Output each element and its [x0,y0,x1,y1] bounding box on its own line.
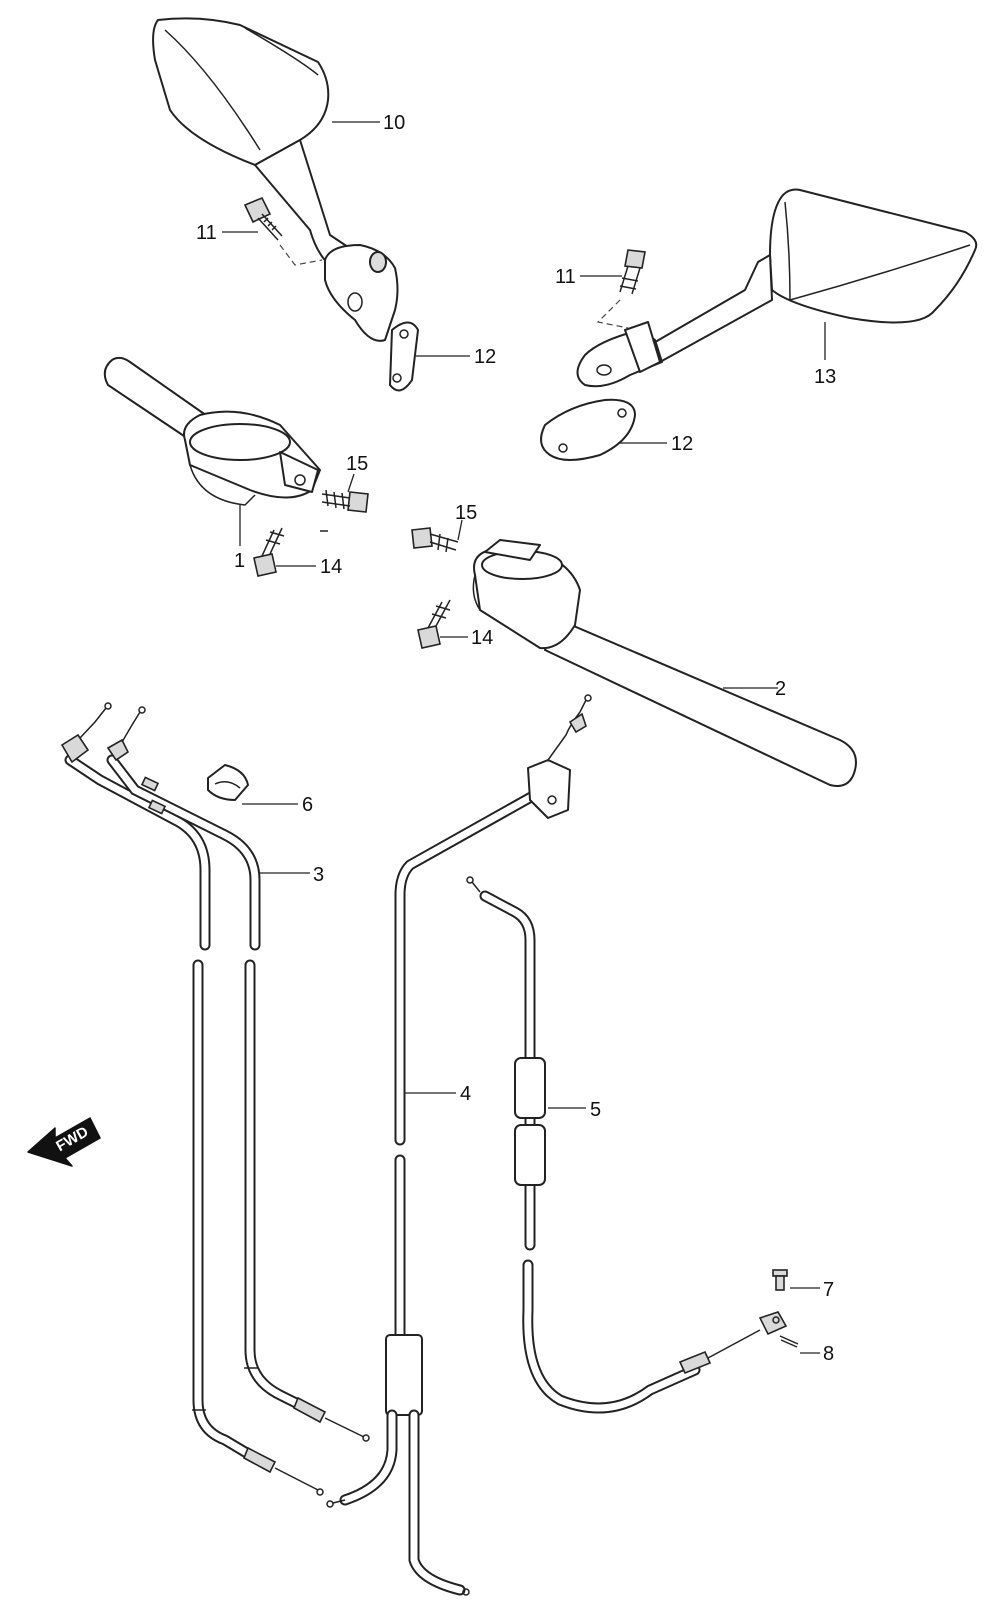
callout-15-left: 15 [346,453,368,475]
left-mirror [152,17,399,342]
callout-10: 10 [383,112,405,134]
bolt-15-left [321,489,369,513]
callout-12-right: 12 [671,433,693,455]
cable-4 [326,694,592,1596]
callout-labels: 10 11 11 12 13 12 15 1 14 15 14 2 6 3 4 … [196,112,836,1365]
callout-5: 5 [590,1099,601,1121]
callout-3: 3 [313,864,324,886]
callout-1: 1 [234,550,245,572]
callout-15-right: 15 [455,502,477,524]
callout-11-right: 11 [555,266,576,288]
cotter-pin [779,1335,799,1348]
right-handlebar [472,539,857,787]
fwd-arrow-icon: FWD [27,1117,101,1167]
leader-lines [222,121,826,1354]
callout-6: 6 [302,794,313,816]
bolt-15-right [411,527,459,553]
callout-2: 2 [775,678,786,700]
callout-8: 8 [823,1343,834,1365]
callout-13: 13 [814,366,836,388]
callout-4: 4 [460,1083,471,1105]
callout-7: 7 [823,1279,834,1301]
left-handlebar [103,356,321,506]
callout-14-left: 14 [320,556,342,578]
right-mirror-bolt [596,249,646,329]
clevis-pin [772,1269,788,1291]
callout-12-left: 12 [474,346,496,368]
throttle-cables [60,702,370,1496]
cable-5 [466,876,788,1414]
cable-clamp [207,764,249,801]
bolt-14-left [253,527,285,577]
right-mirror [576,188,978,388]
callout-14-right: 14 [471,627,493,649]
left-mirror-bolt [243,196,323,266]
callout-11-left: 11 [196,222,217,244]
bolt-14-right [417,599,451,649]
